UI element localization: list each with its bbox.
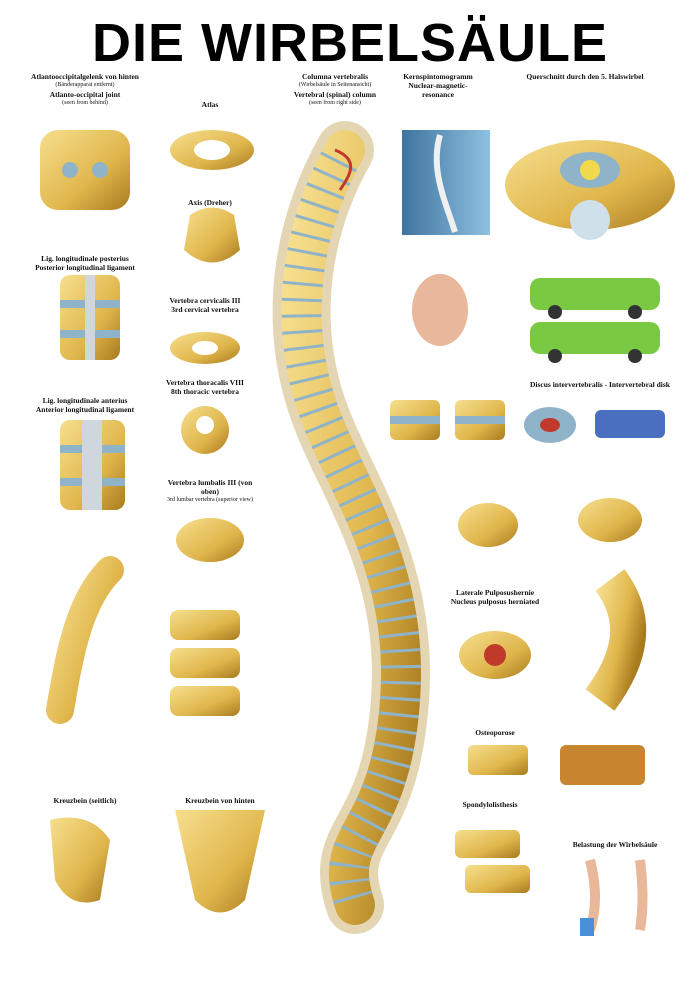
disc-compression-illustration	[390, 400, 505, 440]
caption-atlanto-occipital: Atlantooccipitalgelenk von hinten (Bände…	[31, 72, 139, 106]
atlanto-occipital-illustration	[40, 130, 130, 210]
caption-mri: Kernspintomogramm Nuclear-magnetic-reson…	[403, 72, 473, 99]
sacrum-back-illustration	[175, 810, 265, 913]
caption-sacrum: Kreuzbein von hinten	[185, 796, 255, 805]
caption-t8: Vertebra thoracalis VIII 8th thoracic ve…	[166, 378, 244, 396]
cars-illustration	[530, 278, 660, 363]
caption-lateral-hernia: Laterale Pulposushernie Nucleus pulposus…	[450, 588, 540, 606]
caption-atlas: Atlas	[201, 100, 219, 109]
osteitis-illustration	[560, 745, 645, 785]
l3-illustration	[176, 518, 244, 562]
disc-longitudinal-illustration	[595, 410, 665, 438]
anterior-ligament-illustration	[60, 420, 125, 510]
caption-vertebral-column: Columna vertebralis (Wirbelsäule in Seit…	[293, 72, 377, 106]
axis-illustration	[184, 207, 240, 263]
caption-l3: Vertebra lumbalis III (von oben) 3rd lum…	[167, 478, 253, 503]
caption-c3: Vertebra cervicalis III 3rd cervical ver…	[169, 296, 241, 314]
spondylosis-illustration	[170, 610, 240, 716]
caption-osteoporose: Osteoporose	[475, 728, 515, 737]
sacrum-side-illustration	[50, 817, 110, 903]
c5-cross-section-illustration	[505, 140, 675, 240]
caption-disc: Discus intervertebralis - Intervertebral…	[530, 380, 670, 389]
caption-axis: Axis (Dreher)	[188, 198, 232, 207]
caption-load: Belastung der Wirbelsäule	[572, 840, 658, 849]
poster-title: DIE WIRBELSÄULE	[91, 13, 608, 73]
caption-spondylolisthesis: Spondylolisthesis	[462, 800, 518, 809]
ankylosing-spine-illustration	[46, 556, 124, 724]
vertebral-column-side-view	[272, 121, 430, 934]
mri-image	[402, 130, 490, 235]
caption-lig-anterius: Lig. longitudinale anterius Anterior lon…	[35, 396, 135, 414]
lifting-figures-illustration	[580, 858, 648, 936]
caption-cross-section: Querschnitt durch den 5. Halswirbel	[526, 72, 644, 81]
osteoporosis-illustration	[468, 745, 528, 775]
herniation-top-illustration	[578, 498, 642, 542]
caption-lig-posterius: Lig. longitudinale posterius Posterior l…	[35, 254, 135, 272]
head-illustration	[412, 274, 468, 346]
spine-segment-illustration	[585, 569, 647, 711]
spondylolisthesis-illustration	[455, 830, 530, 893]
chemonucleolysis-illustration	[458, 503, 518, 547]
caption-sacrum-side: Kreuzbein (seitlich)	[53, 796, 117, 805]
posterior-ligament-illustration	[60, 275, 120, 360]
